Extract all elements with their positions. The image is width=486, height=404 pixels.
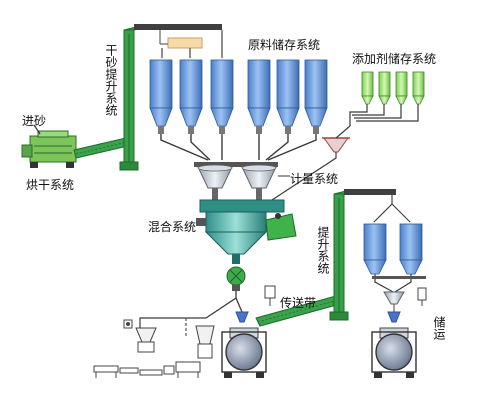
additive-silos (271, 71, 425, 201)
silo-2 (179, 59, 203, 134)
label-mixing-system: 混合系统 (148, 220, 197, 234)
label-drying-system: 烘干系统 (26, 178, 75, 192)
bulk-tank-right (371, 327, 417, 378)
label-sand-inlet: 进砂 (22, 114, 47, 128)
storage-silos (363, 223, 427, 323)
weighing-hoppers (194, 162, 290, 200)
raw-material-silos (149, 30, 328, 134)
label-dry-sand-elevator: 干砂提升系统 (104, 44, 118, 116)
additive-silo-2 (378, 71, 391, 105)
storage-silo-2 (399, 223, 423, 275)
silo-1 (149, 59, 173, 134)
lift-elevator (329, 189, 411, 321)
label-conveyor-belt: 传送带 (280, 296, 317, 310)
mixer (196, 199, 297, 264)
silo-5 (276, 59, 300, 134)
label-storage-transport: 储运 (432, 316, 446, 340)
silo-3 (210, 59, 234, 134)
bulk-tank-center (221, 285, 276, 378)
label-lift-system: 提升系统 (316, 226, 330, 274)
screen-unit (167, 37, 203, 49)
dry-sand-elevator (119, 24, 222, 171)
label-additive-storage: 添加剂储存系统 (352, 52, 437, 66)
dryer-conveyor (73, 137, 129, 159)
dryer-unit (21, 124, 77, 168)
label-weighing-system: 计量系统 (290, 172, 339, 186)
silo-feed-pipes (160, 134, 317, 161)
additive-silo-3 (395, 71, 408, 105)
rotary-valve (205, 266, 246, 319)
additive-silo-1 (361, 71, 374, 105)
packing-line (93, 317, 215, 378)
mixer-motor (265, 213, 297, 241)
storage-silo-1 (363, 223, 387, 275)
silo-4 (247, 59, 271, 134)
additive-scale (323, 137, 349, 153)
additive-silo-4 (412, 71, 425, 105)
label-raw-material-storage: 原料储存系统 (248, 38, 321, 52)
silo-6 (304, 59, 328, 134)
